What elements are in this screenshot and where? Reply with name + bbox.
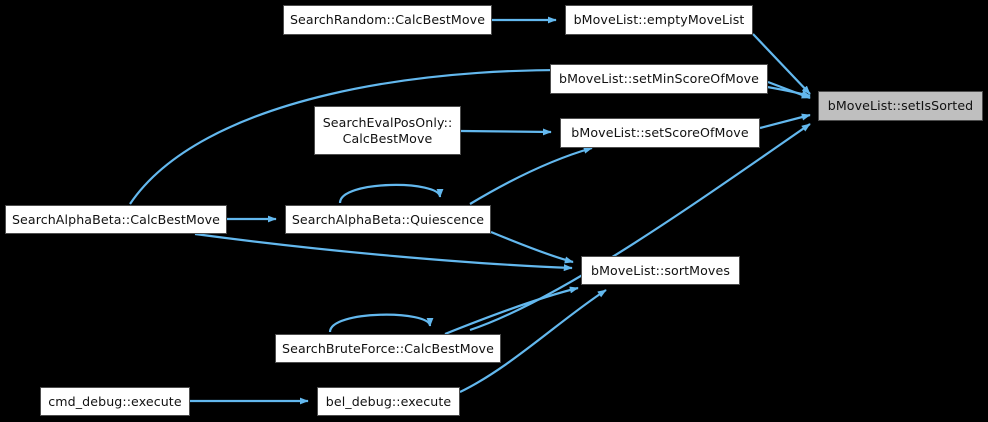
graph-node-label: bMoveList::setMinScoreOfMove (558, 71, 760, 87)
call-edge (444, 286, 579, 336)
graph-node-cmd-debug-execute[interactable]: cmd_debug::execute (40, 387, 190, 416)
graph-node-bmovelist-emptymovelist[interactable]: bMoveList::emptyMoveList (565, 5, 753, 35)
graph-node-label: bMoveList::emptyMoveList (573, 12, 745, 28)
graph-node-search-random-calcbestmove[interactable]: SearchRandom::CalcBestMove (283, 5, 492, 35)
graph-node-label: bMoveList::setIsSorted (827, 98, 974, 114)
graph-node-bmovelist-setissorted[interactable]: bMoveList::setIsSorted (818, 91, 983, 121)
graph-node-label: bel_debug::execute (325, 393, 452, 409)
call-edge (759, 113, 811, 130)
graph-node-label: bMoveList::sortMoves (591, 262, 730, 278)
call-edge (338, 183, 444, 204)
call-edge (460, 128, 552, 136)
call-edge (459, 289, 607, 393)
graph-node-search-alphabeta-quiescence[interactable]: SearchAlphaBeta::Quiescence (285, 205, 491, 234)
call-edge (469, 123, 811, 332)
graph-node-search-alphabeta-calcbestmove[interactable]: SearchAlphaBeta::CalcBestMove (5, 205, 227, 234)
call-edge (490, 230, 574, 264)
graph-node-bmovelist-setminscoreofmove[interactable]: bMoveList::setMinScoreOfMove (550, 64, 768, 94)
call-edge (328, 313, 434, 333)
graph-node-search-bruteforce-calcbestmove[interactable]: SearchBruteForce::CalcBestMove (275, 334, 501, 363)
graph-node-label: SearchAlphaBeta::CalcBestMove (11, 211, 221, 227)
call-edge (194, 232, 573, 272)
graph-node-search-evalposonly-calcbestmove[interactable]: SearchEvalPosOnly:: CalcBestMove (314, 106, 461, 155)
graph-node-label: cmd_debug::execute (48, 393, 182, 409)
graph-node-bmovelist-setscoreofmove[interactable]: bMoveList::setScoreOfMove (560, 118, 760, 148)
call-edge (469, 146, 593, 205)
graph-node-label: SearchBruteForce::CalcBestMove (282, 340, 494, 356)
graph-node-label: SearchEvalPosOnly:: CalcBestMove (322, 114, 453, 146)
graph-node-label: SearchAlphaBeta::Quiescence (291, 211, 485, 227)
graph-node-label: bMoveList::setScoreOfMove (571, 125, 749, 141)
graph-node-bmovelist-sortmoves[interactable]: bMoveList::sortMoves (581, 256, 740, 285)
call-edge (752, 33, 811, 95)
graph-node-bel-debug-execute[interactable]: bel_debug::execute (317, 387, 460, 416)
graph-node-label: SearchRandom::CalcBestMove (289, 12, 486, 28)
